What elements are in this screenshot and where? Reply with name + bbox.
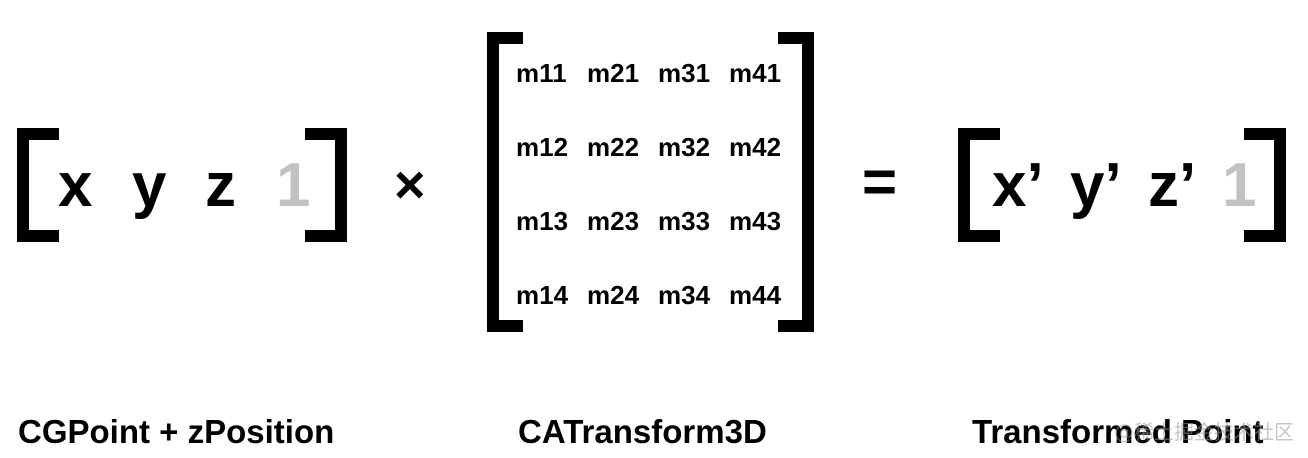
matrix-cell-m31: m31 (658, 58, 711, 88)
matrix-right-bracket (778, 32, 814, 332)
matrix-cell-m33: m33 (658, 206, 711, 236)
multiply-sign: × (394, 155, 426, 215)
output-vector-left-bracket (958, 128, 1000, 242)
input-vector-y: y (132, 151, 167, 220)
matrix-cell-m44: m44 (729, 280, 782, 310)
matrix-cell-m32: m32 (658, 132, 711, 162)
matrix-cell-m42: m42 (729, 132, 782, 162)
matrix-cell-m14: m14 (516, 280, 569, 310)
matrix-cell-m34: m34 (658, 280, 711, 310)
output-vector-y-prime: y’ (1070, 151, 1122, 220)
caption-matrix: CATransform3D (518, 413, 767, 450)
matrix-cell-m13: m13 (516, 206, 569, 236)
output-vector-right-bracket (1244, 128, 1286, 242)
matrix-left-bracket (487, 32, 523, 332)
matrix-cell-m23: m23 (587, 206, 640, 236)
matrix-cell-m41: m41 (729, 58, 782, 88)
input-vector-w: 1 (276, 151, 311, 220)
output-vector-z-prime: z’ (1148, 151, 1197, 220)
matrix-cell-m43: m43 (729, 206, 782, 236)
input-vector-right-bracket (305, 128, 347, 242)
matrix-cell-m24: m24 (587, 280, 640, 310)
watermark: @稀土掘金技术社区 (1114, 420, 1294, 444)
matrix-cell-m21: m21 (587, 58, 640, 88)
matrix-cell-m22: m22 (587, 132, 640, 162)
equals-sign: = (862, 148, 898, 215)
input-vector-z: z (205, 151, 236, 220)
input-vector-x: x (58, 151, 93, 220)
output-vector-x-prime: x’ (992, 151, 1044, 220)
matrix-cell-m12: m12 (516, 132, 569, 162)
matrix-cell-m11: m11 (516, 58, 567, 88)
caption-input: CGPoint + zPosition (18, 413, 335, 450)
matrix-grid: m11 m21 m31 m41 m12 m22 m32 m42 m13 m23 … (516, 55, 800, 351)
caption-output: Transformed Point (972, 413, 1264, 450)
input-vector-left-bracket (17, 128, 59, 242)
output-vector-w: 1 (1222, 151, 1257, 220)
